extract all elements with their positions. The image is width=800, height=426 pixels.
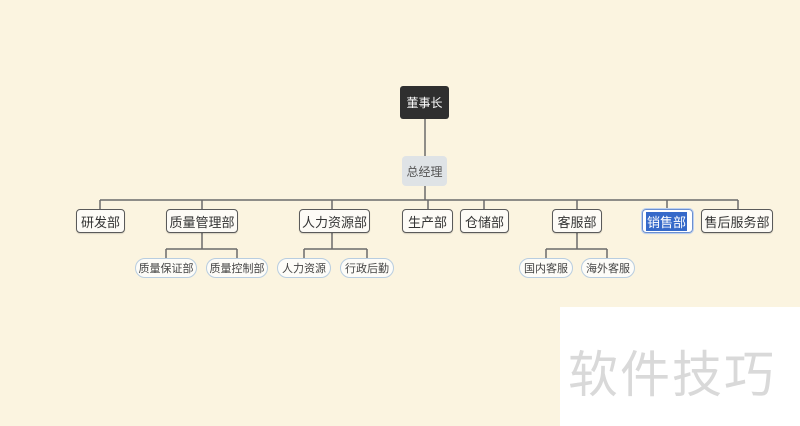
node-label: 董事长 xyxy=(406,96,443,110)
selected-node-label[interactable]: 销售部 xyxy=(646,211,688,231)
node-label: 生产部 xyxy=(407,215,447,231)
dept-node-rd[interactable]: 研发部 xyxy=(76,209,125,233)
sub-node-quality-assurance[interactable]: 质量保证部 xyxy=(135,258,197,278)
watermark-box: 软件技巧 xyxy=(560,307,800,426)
sub-node-hr[interactable]: 人力资源 xyxy=(277,258,331,278)
node-label: 质量管理部 xyxy=(169,215,235,231)
dept-node-sales-editing[interactable]: 销售部 xyxy=(641,208,694,234)
center-node-general-manager[interactable]: 总经理 xyxy=(402,156,447,186)
node-label: 总经理 xyxy=(406,164,443,179)
node-label: 研发部 xyxy=(80,215,120,231)
node-label: 质量控制部 xyxy=(209,262,265,275)
node-label: 人力资源部 xyxy=(301,215,367,231)
sub-node-overseas-service[interactable]: 海外客服 xyxy=(581,258,635,278)
node-label: 海外客服 xyxy=(586,262,630,275)
node-label: 售后服务部 xyxy=(704,215,770,231)
dept-node-human-resources[interactable]: 人力资源部 xyxy=(299,209,370,233)
node-label: 人力资源 xyxy=(282,262,326,275)
sub-node-admin-logistics[interactable]: 行政后勤 xyxy=(340,258,394,278)
dept-node-after-sales[interactable]: 售后服务部 xyxy=(701,209,773,233)
node-label: 仓储部 xyxy=(464,215,504,231)
sub-node-quality-control[interactable]: 质量控制部 xyxy=(206,258,268,278)
node-label: 客服部 xyxy=(557,215,597,231)
node-label: 国内客服 xyxy=(524,262,568,275)
dept-node-quality-management[interactable]: 质量管理部 xyxy=(166,209,238,233)
dept-node-warehouse[interactable]: 仓储部 xyxy=(460,209,509,233)
watermark-text: 软件技巧 xyxy=(568,346,776,404)
dept-node-customer-service[interactable]: 客服部 xyxy=(552,209,602,233)
node-label: 质量保证部 xyxy=(138,262,194,275)
sub-node-domestic-service[interactable]: 国内客服 xyxy=(519,258,573,278)
root-node-chairman[interactable]: 董事长 xyxy=(400,86,449,119)
node-label: 行政后勤 xyxy=(345,262,389,275)
dept-node-production[interactable]: 生产部 xyxy=(402,209,453,233)
